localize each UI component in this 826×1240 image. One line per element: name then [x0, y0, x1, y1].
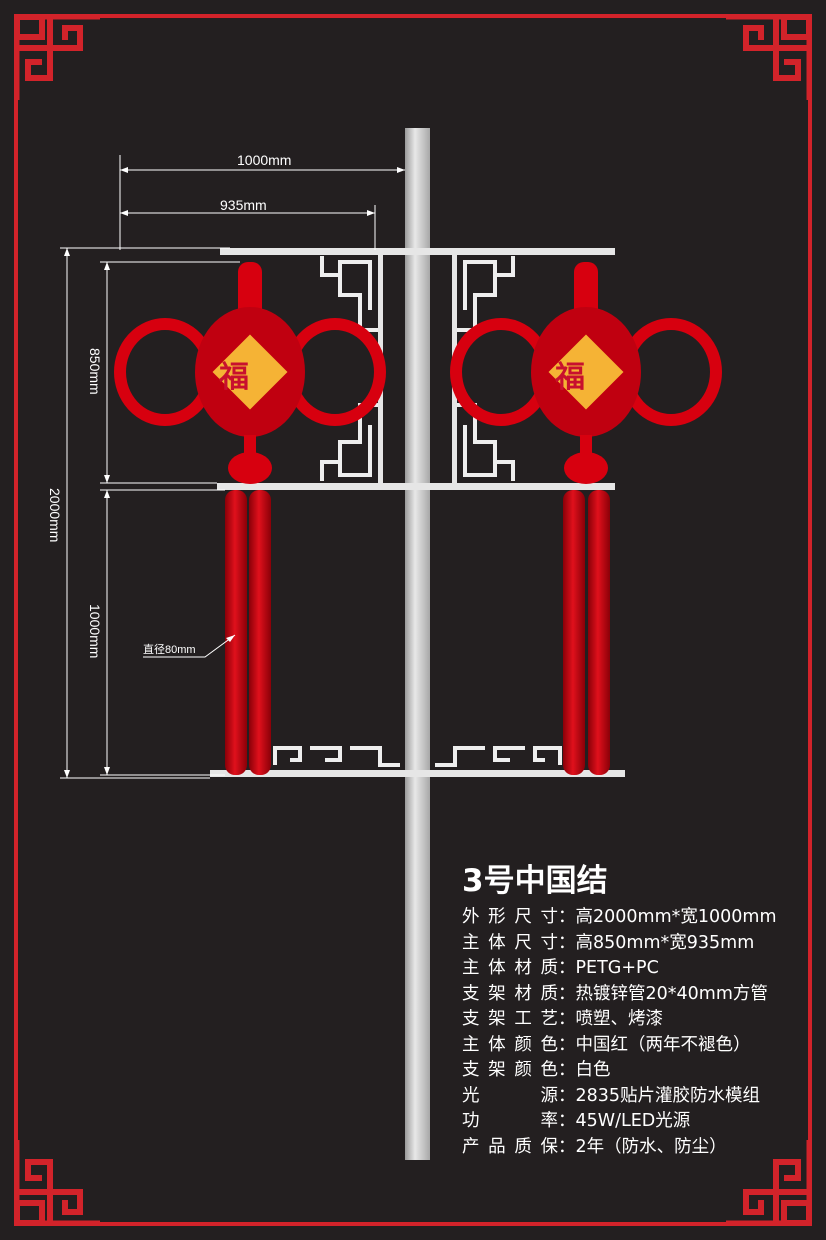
- spec-label: 支架材质: [462, 983, 558, 1004]
- spec-value: 高850mm*宽935mm: [575, 932, 755, 953]
- spec-label: 产品质保: [462, 1136, 558, 1157]
- spec-label: 主体尺寸: [462, 932, 558, 953]
- dim-overall-width: 1000mm: [237, 152, 292, 168]
- spec-label: 功率: [462, 1111, 558, 1131]
- spec-row: 主体材质：PETG+PC: [462, 956, 777, 982]
- spec-row: 主体颜色：中国红（两年不褪色）: [462, 1033, 777, 1059]
- spec-row: 外形尺寸：高2000mm*宽1000mm: [462, 905, 777, 931]
- spec-row: 产品质保：2年（防水、防尘）: [462, 1135, 777, 1161]
- dim-body-width: 935mm: [220, 197, 267, 213]
- dim-tassel-diameter: 直径80mm: [143, 644, 196, 656]
- pole: [405, 128, 430, 1160]
- spec-row: 支架颜色：白色: [462, 1058, 777, 1084]
- dim-body-height: 850mm: [87, 348, 103, 395]
- dimension-lines: [60, 155, 405, 779]
- spec-row: 光源：2835贴片灌胶防水模组: [462, 1084, 777, 1110]
- spec-value: 热镀锌管20*40mm方管: [575, 983, 768, 1004]
- spec-row: 主体尺寸：高850mm*宽935mm: [462, 931, 777, 957]
- spec-label: 主体颜色: [462, 1034, 558, 1055]
- spec-value: 45W/LED光源: [575, 1111, 691, 1131]
- product-title: 3号中国结: [462, 863, 608, 899]
- fu-character-left: 福: [219, 360, 249, 395]
- spec-value: 白色: [575, 1060, 611, 1080]
- spec-value: PETG+PC: [575, 958, 659, 978]
- spec-list: 外形尺寸：高2000mm*宽1000mm 主体尺寸：高850mm*宽935mm …: [462, 905, 777, 1160]
- spec-row: 功率：45W/LED光源: [462, 1109, 777, 1135]
- spec-value: 2835贴片灌胶防水模组: [575, 1085, 761, 1106]
- spec-label: 支架工艺: [462, 1009, 558, 1029]
- spec-value: 喷塑、烤漆: [575, 1009, 664, 1029]
- spec-row: 支架材质：热镀锌管20*40mm方管: [462, 982, 777, 1008]
- dim-overall-height: 2000mm: [47, 488, 63, 543]
- spec-label: 支架颜色: [462, 1060, 558, 1080]
- spec-label: 主体材质: [462, 958, 558, 978]
- spec-label: 光源: [462, 1085, 558, 1106]
- spec-value: 2年（防水、防尘）: [575, 1136, 727, 1157]
- decorative-frame: [14, 14, 812, 1226]
- spec-value: 中国红（两年不褪色）: [575, 1034, 751, 1055]
- spec-value: 高2000mm*宽1000mm: [575, 907, 777, 927]
- spec-row: 支架工艺：喷塑、烤漆: [462, 1007, 777, 1033]
- spec-label: 外形尺寸: [462, 907, 558, 927]
- chinese-knot-right: [450, 262, 722, 775]
- chinese-knot-left: [114, 262, 386, 775]
- fu-character-right: 福: [555, 360, 585, 395]
- dim-tassel-length: 1000mm: [87, 604, 103, 659]
